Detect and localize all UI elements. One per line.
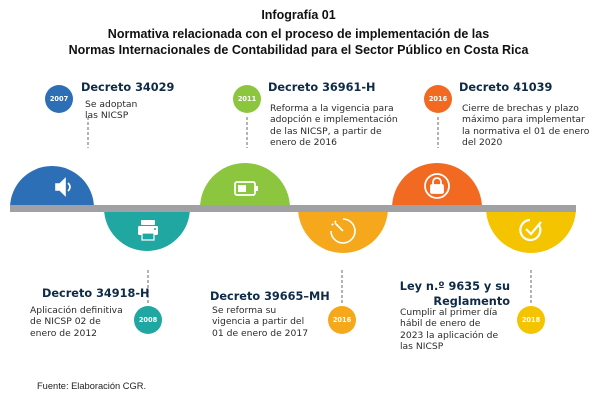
- year-label: 2016: [332, 316, 352, 324]
- decree-description: Reforma a la vigencia para adopción e im…: [270, 103, 398, 148]
- year-label: 2007: [49, 95, 69, 103]
- infographic-label: Infografía 01: [261, 8, 336, 22]
- battery-icon: [234, 181, 258, 196]
- speaker-icon: [55, 177, 71, 197]
- decree-title: Decreto 36961-H: [268, 81, 376, 94]
- year-dot-2007: [45, 85, 73, 113]
- year-label: 2016: [428, 95, 448, 103]
- decree-description: Cumplir al primer día hábil de enero de …: [400, 307, 499, 352]
- law-title: Ley n.º 9635 y su Reglamento: [399, 280, 510, 308]
- wave-segment-6: [486, 208, 576, 253]
- lock-icon: [424, 173, 450, 199]
- year-dot-2016-a: [328, 306, 356, 334]
- printer-icon: [138, 220, 158, 241]
- year-dot-2018: [517, 306, 545, 334]
- decree-description: Se reforma su vigencia a partir del 01 d…: [212, 305, 309, 339]
- check-circle-icon: [519, 218, 542, 242]
- year-label: 2008: [138, 316, 158, 324]
- decree-title: Decreto 34029: [81, 81, 175, 94]
- wave-segment-1: [10, 166, 94, 208]
- title-line-2: Normas Internacionales de Contabilidad p…: [68, 43, 529, 57]
- timeline-connectors: [87, 117, 532, 305]
- timeline-baseline: [10, 205, 576, 212]
- year-label: 2018: [521, 316, 541, 324]
- title-line-1: Normativa relacionada con el proceso de …: [107, 27, 490, 41]
- decree-title: Decreto 39665–MH: [210, 290, 330, 303]
- decree-title: Decreto 34918-H: [42, 287, 150, 300]
- decree-description: Aplicación definitiva de NICSP 02 de ene…: [30, 305, 123, 339]
- source-note: Fuente: Elaboración CGR.: [37, 381, 147, 391]
- year-dot-2011: [233, 85, 261, 113]
- year-dot-2016-b: [424, 85, 452, 113]
- decree-description: Se adoptan las NICSP: [85, 99, 138, 122]
- decree-description: Cierre de brechas y plazo máximo para im…: [462, 103, 590, 148]
- clock-icon: [330, 218, 356, 244]
- year-dot-2008: [134, 306, 162, 334]
- year-label: 2011: [237, 95, 257, 103]
- decree-title: Decreto 41039: [459, 81, 553, 94]
